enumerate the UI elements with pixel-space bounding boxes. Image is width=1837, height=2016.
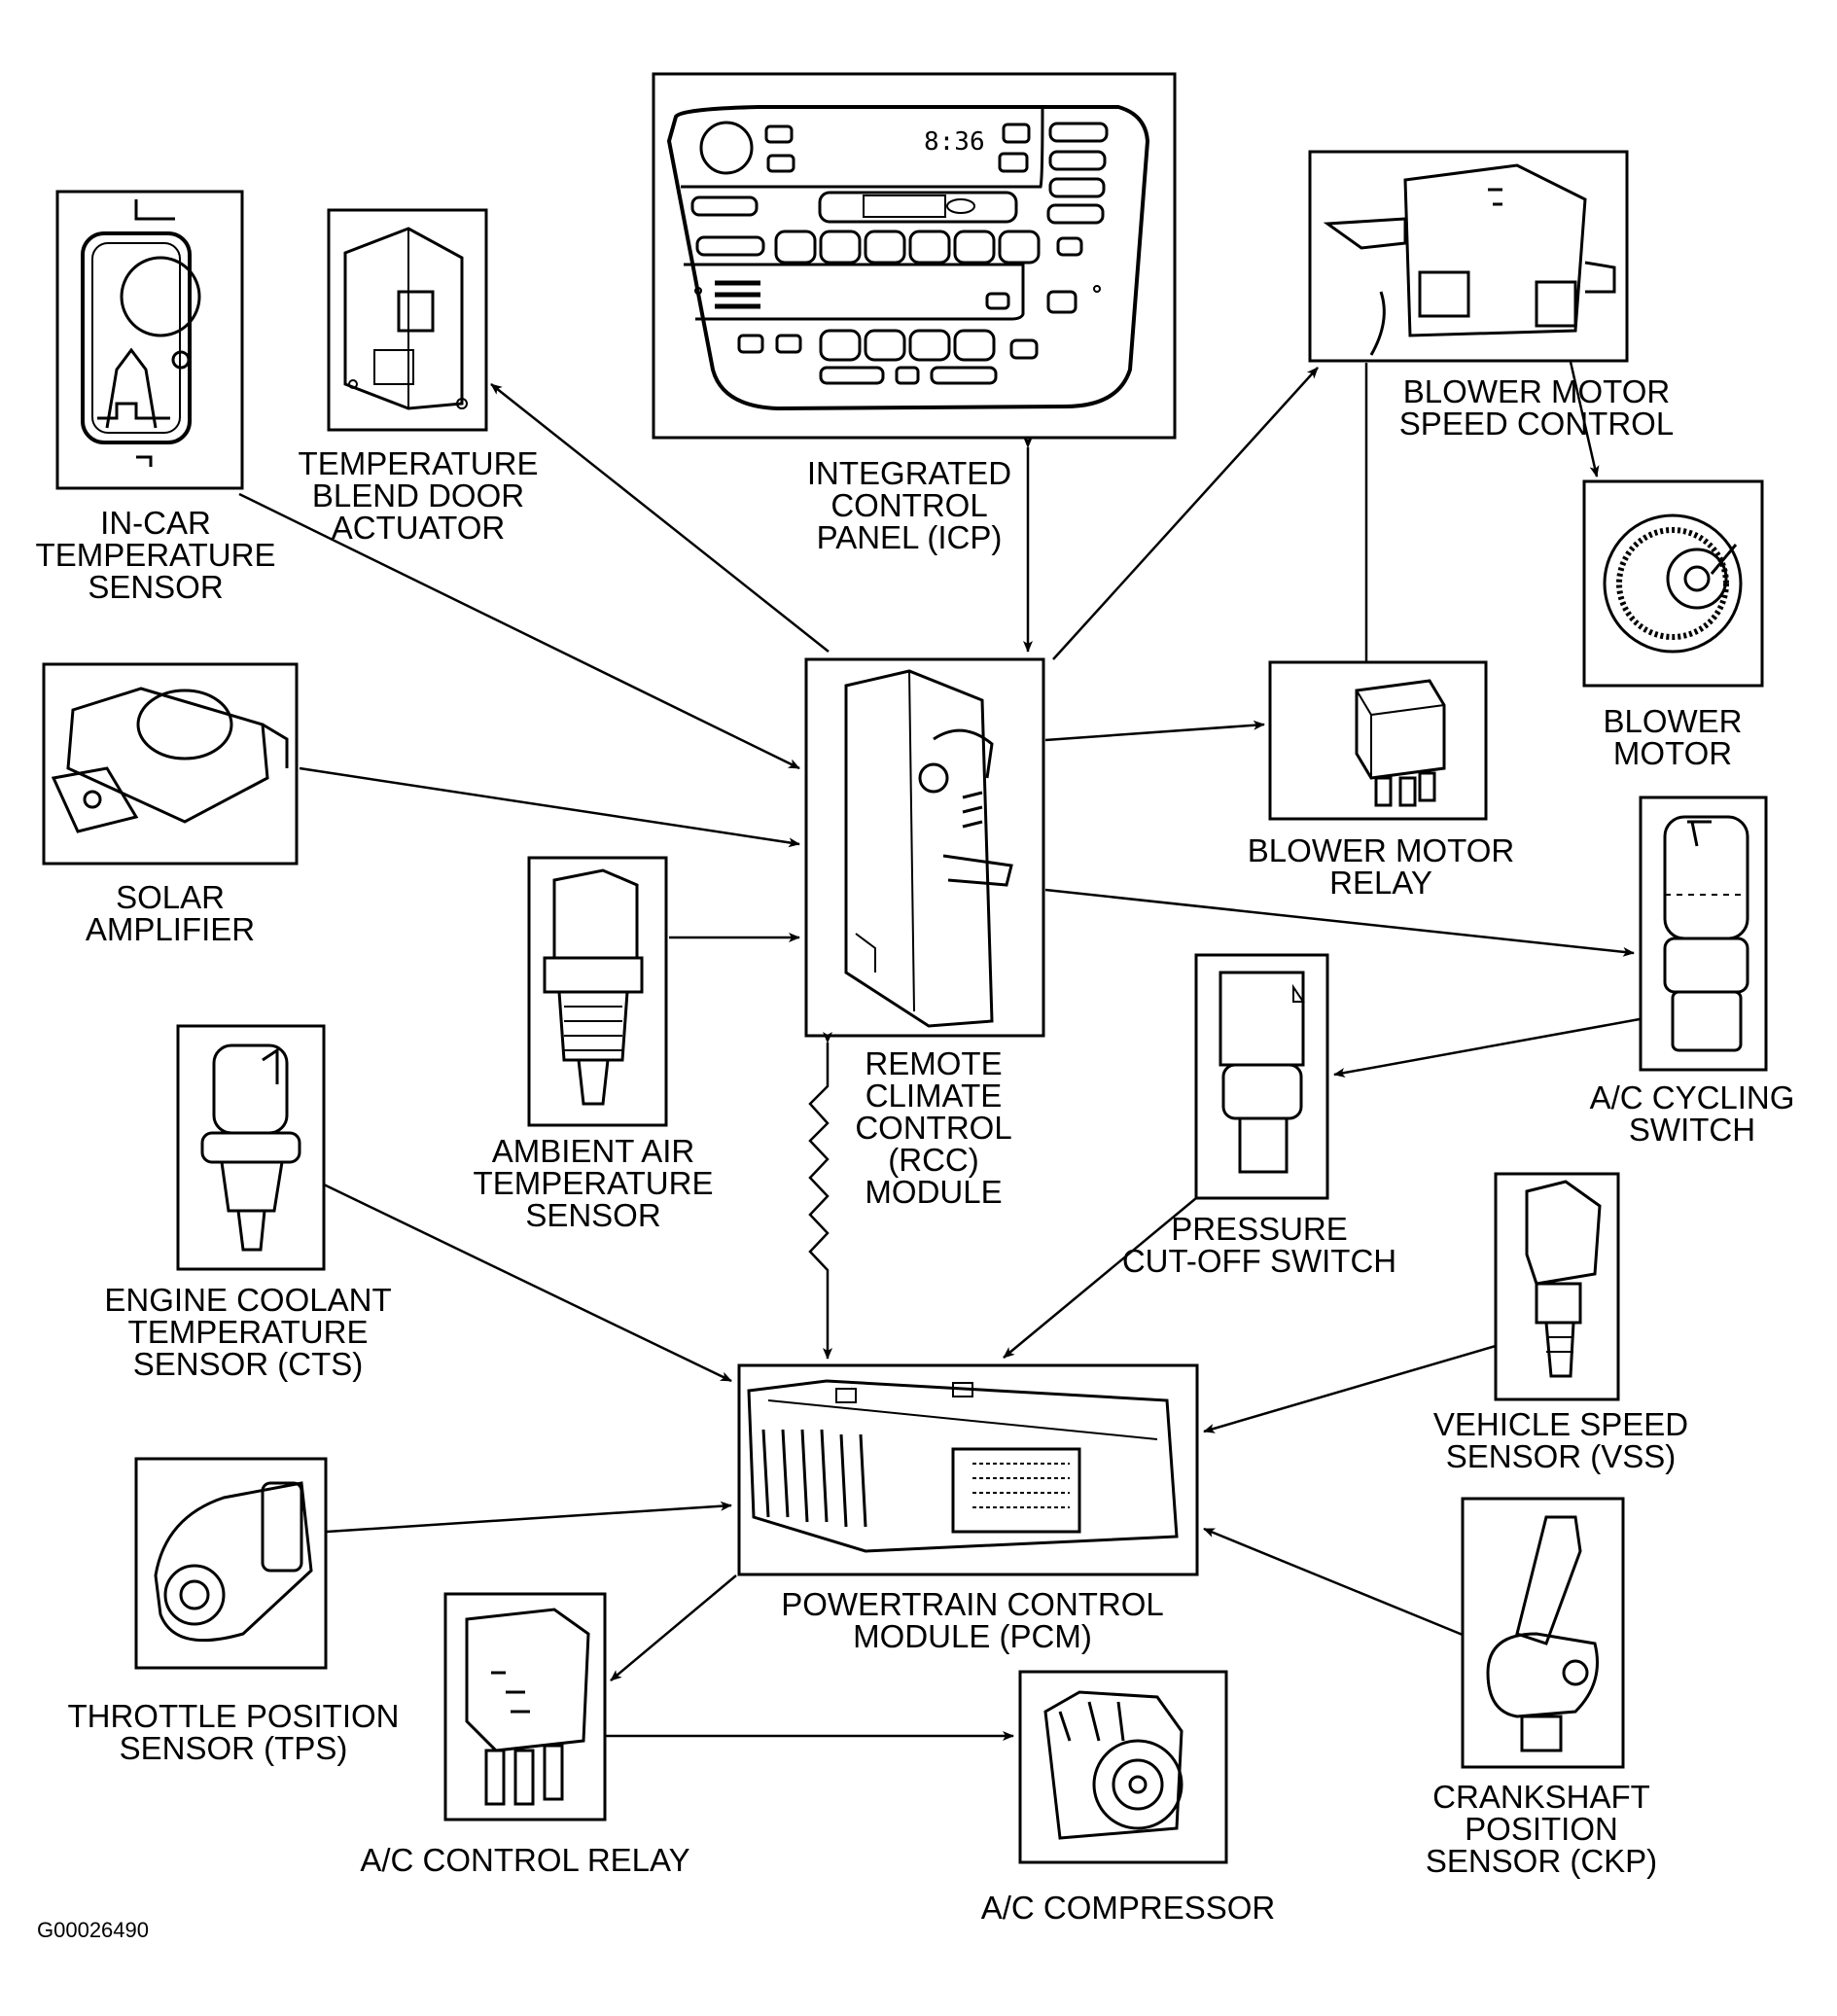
blend-door-actuator-box [327, 208, 488, 432]
label-pcm: POWERTRAIN CONTROL MODULE (PCM) [781, 1586, 1164, 1654]
in-car-temperature-sensor-box [55, 190, 244, 490]
coolant-temp-sensor-box [176, 1024, 326, 1271]
blower-motor-relay-box [1268, 660, 1488, 821]
ckp-box [1461, 1497, 1625, 1769]
blower-speed-control-box [1308, 150, 1629, 363]
solar-amplifier-box [42, 662, 299, 866]
label-blower-motor-relay: BLOWER MOTOR RELAY [1247, 832, 1515, 901]
label-tps: THROTTLE POSITION SENSOR (TPS) [67, 1698, 400, 1766]
ac-control-relay-box [443, 1592, 607, 1821]
arrow-vss-to-pcm [1203, 1344, 1497, 1433]
arrow-blower-speed-to-motor [1569, 361, 1600, 477]
arrow-rcc-to-blower-relay [1044, 720, 1265, 742]
ac-compressor-box [1018, 1670, 1228, 1864]
label-blower-speed-control: BLOWER MOTOR SPEED CONTROL [1398, 373, 1675, 442]
label-blower-motor: BLOWER MOTOR [1603, 703, 1743, 771]
arrow-solar-to-rcc [299, 766, 800, 848]
label-icp: INTEGRATED CONTROL PANEL (ICP) [806, 455, 1012, 555]
arrow-rcc-to-ac-cycling [1044, 888, 1635, 957]
figure-id: G00026490 [37, 1918, 149, 1942]
label-ac-control-relay: A/C CONTROL RELAY [360, 1842, 690, 1878]
arrow-rcc-to-blower-speed [1052, 367, 1319, 660]
label-blend-door-actuator: TEMPERATURE BLEND DOOR ACTUATOR [298, 445, 539, 546]
vss-box [1494, 1172, 1620, 1401]
component-boxes: 8:36 [42, 72, 1768, 1864]
arrow-pcm-to-ac-relay [610, 1574, 737, 1681]
label-ambient-air-sensor: AMBIENT AIR TEMPERATURE SENSOR [473, 1133, 714, 1233]
tps-box [134, 1457, 328, 1670]
label-vss: VEHICLE SPEED SENSOR (VSS) [1432, 1406, 1689, 1474]
arrow-rcc-to-blend-door [490, 383, 830, 653]
label-ac-compressor: A/C COMPRESSOR [980, 1890, 1276, 1926]
arrow-in-car-to-rcc [238, 492, 800, 770]
label-pressure-cutoff-switch: PRESSURE CUT-OFF SWITCH [1121, 1211, 1397, 1279]
arrow-ckp-to-pcm [1203, 1527, 1464, 1637]
label-solar-amplifier: SOLAR AMPLIFIER [85, 879, 256, 947]
blower-motor-box [1582, 479, 1764, 688]
pcm-box [737, 1363, 1199, 1576]
arrow-rcc-pcm-serial [808, 1032, 832, 1360]
label-coolant-temp-sensor: ENGINE COOLANT TEMPERATURE SENSOR (CTS) [104, 1282, 392, 1382]
label-ckp: CRANKSHAFT POSITION SENSOR (CKP) [1425, 1779, 1658, 1879]
label-in-car-temp-sensor: IN-CAR TEMPERATURE SENSOR [35, 505, 276, 605]
arrow-ac-cycling-to-pressure [1333, 1017, 1641, 1078]
label-rcc-module: REMOTE CLIMATE CONTROL (RCC) MODULE [855, 1045, 1012, 1210]
pressure-cutoff-switch-box [1194, 953, 1329, 1200]
rcc-module-box [804, 657, 1045, 1038]
arrow-tps-to-pcm [326, 1501, 732, 1534]
label-ac-cycling-switch: A/C CYCLING SWITCH [1589, 1079, 1795, 1148]
connection-lines [238, 361, 1641, 1741]
ac-cycling-switch-box [1639, 796, 1768, 1072]
icp-box: 8:36 [652, 72, 1177, 440]
arrow-cts-to-pcm [323, 1183, 732, 1383]
arrow-pressure-to-pcm [1003, 1197, 1197, 1359]
icp-clock-display: 8:36 [924, 127, 985, 157]
ambient-air-temp-sensor-box [527, 856, 668, 1127]
